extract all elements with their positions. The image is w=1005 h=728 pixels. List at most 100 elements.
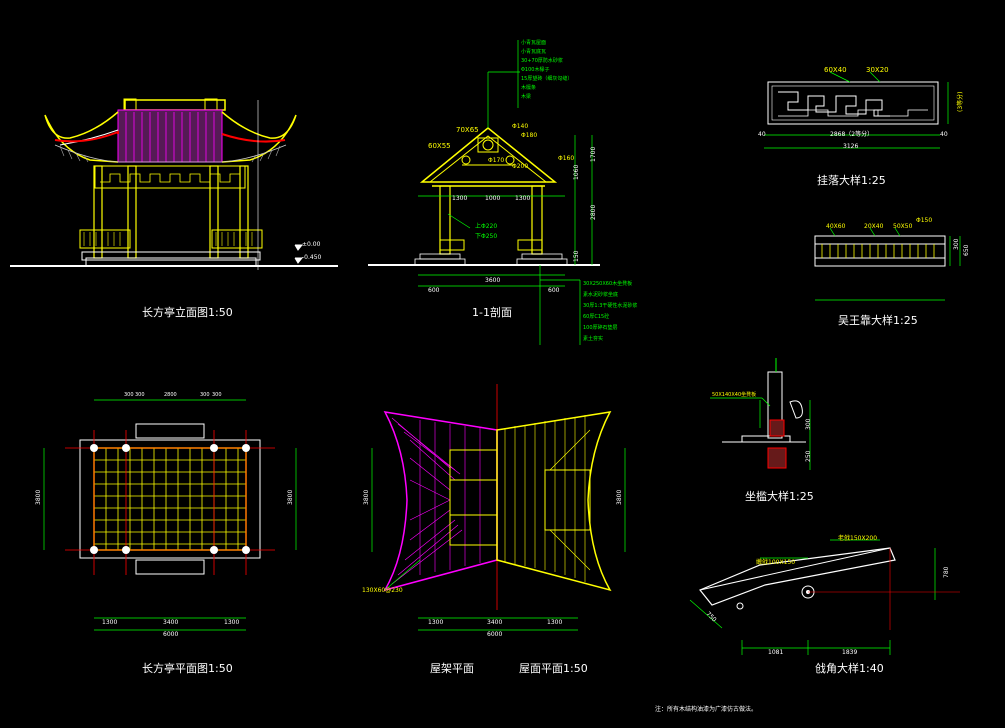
caption-corner: 戗角大样1:40 bbox=[815, 662, 884, 675]
sec-3600: 3600 bbox=[485, 277, 500, 284]
sec-1700: 1700 bbox=[590, 147, 597, 162]
plan-300b: 300 bbox=[135, 392, 145, 398]
ww-300: 300 bbox=[953, 238, 960, 250]
spec-top-item: 木檩条 bbox=[521, 84, 536, 91]
gl-30x20: 30X20 bbox=[866, 66, 889, 74]
rf-rafter: 130X60@230 bbox=[362, 587, 403, 594]
zuokan-detail: 50X140X40坐凳板 300 250 bbox=[710, 358, 812, 470]
caption-roof-plan: 屋面平面1:50 bbox=[519, 662, 588, 675]
elevation-drawing: ±0.00 -0.450 bbox=[10, 98, 338, 270]
right-eave bbox=[221, 111, 297, 163]
sec-phi140: Φ140 bbox=[512, 123, 528, 130]
section-drawing: 70X65 60X55 Φ140 Φ180 Φ160 Φ170 Φ200 上Φ2… bbox=[368, 39, 637, 345]
caption-wuwangkao: 吴王靠大样1:25 bbox=[838, 314, 918, 327]
roof-plan-outline bbox=[496, 411, 612, 592]
ca-laoqiang: 老戗150X200 bbox=[838, 534, 877, 542]
sec-col-top: 上Φ220 bbox=[475, 222, 497, 230]
plan-2800: 2800 bbox=[164, 392, 177, 398]
spec-bottom-list: 30X250X60木坐凳板 素水泥砂浆坐底 30厚1:3干硬性水泥砂浆 60厚C… bbox=[583, 280, 637, 342]
spec-top-item: 15厚望砖（细灰勾缝） bbox=[521, 75, 572, 82]
zk-label: 50X140X40坐凳板 bbox=[712, 391, 756, 398]
sec-1000: 1000 bbox=[485, 195, 500, 202]
sec-600a: 600 bbox=[428, 287, 440, 294]
roof-plans: 3800 3800 1300 3400 1300 6000 130X60@230 bbox=[362, 384, 626, 638]
plan-grid bbox=[94, 448, 246, 550]
sec-phi160: Φ160 bbox=[558, 155, 574, 162]
plan-6000: 6000 bbox=[163, 631, 178, 638]
elev-level-top: ±0.00 bbox=[302, 241, 321, 248]
spec-bottom-item: 100厚碎石垫层 bbox=[583, 324, 618, 331]
spec-top-list: 小青瓦屋面 小青瓦底瓦 30+70厚防水砂浆 Φ100木椽子 15厚望砖（细灰勾… bbox=[521, 39, 572, 100]
spec-top-item: 木梁 bbox=[521, 93, 531, 100]
ww-20x40: 20X40 bbox=[864, 223, 884, 230]
sec-150: 150 bbox=[573, 250, 580, 262]
caption-zuokan: 坐槛大样1:25 bbox=[745, 490, 814, 503]
roof-tiles bbox=[117, 109, 223, 163]
ww-650: 650 bbox=[963, 244, 970, 256]
ww-50x50: 50X50 bbox=[893, 223, 913, 230]
left-eave bbox=[44, 111, 119, 163]
roof-frame-outline bbox=[383, 411, 498, 592]
plan-1300a: 1300 bbox=[102, 619, 117, 626]
sec-1060: 1060 bbox=[573, 165, 580, 180]
ca-780: 780 bbox=[943, 566, 950, 578]
rf-1300a: 1300 bbox=[428, 619, 443, 626]
caption-elevation: 长方亭立面图1:50 bbox=[142, 306, 233, 319]
sec-phi200: Φ200 bbox=[512, 163, 528, 170]
spec-bottom-item: 素水泥砂浆坐底 bbox=[583, 291, 618, 298]
spec-bottom-item: 60厚C15砼 bbox=[583, 313, 609, 320]
gl-3126: 3126 bbox=[843, 143, 858, 150]
caption-gualuo: 挂落大样1:25 bbox=[817, 174, 886, 187]
sec-1300a: 1300 bbox=[452, 195, 467, 202]
ca-1839: 1839 bbox=[842, 649, 857, 656]
rf-3800r: 3800 bbox=[616, 490, 623, 505]
sec-2800: 2800 bbox=[590, 205, 597, 220]
gl-60x40: 60X40 bbox=[824, 66, 847, 74]
sec-col-bot: 下Φ250 bbox=[475, 233, 497, 240]
spec-bottom-item: 30X250X60木坐凳板 bbox=[583, 280, 632, 287]
plan-300c: 300 bbox=[200, 392, 210, 398]
ww-phi150: Φ150 bbox=[916, 217, 932, 224]
plan-left: 3800 bbox=[35, 490, 42, 505]
plan-drawing: 300 300 2800 300 300 1300 3400 1300 6000… bbox=[35, 392, 297, 638]
plan-3400: 3400 bbox=[163, 619, 178, 626]
sec-1300b: 1300 bbox=[515, 195, 530, 202]
gualuo-detail: 60X40 30X20 3126 2868（2等分） 40 40 (3等分) bbox=[758, 66, 964, 150]
caption-section: 1-1剖面 bbox=[472, 306, 512, 319]
sec-phi170: Φ170 bbox=[488, 157, 504, 164]
gl-side: (3等分) bbox=[956, 92, 964, 113]
gl-40b: 40 bbox=[940, 131, 948, 138]
ca-1081: 1081 bbox=[768, 649, 783, 656]
sec-600b: 600 bbox=[548, 287, 560, 294]
zk-250: 250 bbox=[805, 450, 812, 462]
spec-top-item: 小青瓦屋面 bbox=[521, 39, 546, 46]
spec-bottom-item: 素土夯实 bbox=[583, 335, 603, 342]
rf-1300b: 1300 bbox=[547, 619, 562, 626]
sec-60x55: 60X55 bbox=[428, 142, 451, 150]
gl-40a: 40 bbox=[758, 131, 766, 138]
ww-40x60: 40X60 bbox=[826, 223, 846, 230]
rf-3400: 3400 bbox=[487, 619, 502, 626]
plan-300d: 300 bbox=[212, 392, 222, 398]
plan-1300b: 1300 bbox=[224, 619, 239, 626]
rf-6000: 6000 bbox=[487, 631, 502, 638]
elev-level-bot: -0.450 bbox=[302, 254, 322, 261]
sec-70x65: 70X65 bbox=[456, 126, 479, 134]
caption-roof-frame: 屋架平面 bbox=[430, 662, 474, 675]
plan-columns bbox=[90, 444, 250, 554]
spec-bottom-item: 30厚1:3干硬性水泥砂浆 bbox=[583, 302, 637, 309]
spec-top-item: Φ100木椽子 bbox=[521, 66, 549, 73]
corner-beam bbox=[699, 547, 896, 606]
wuwangkao-detail: 40X60 20X40 50X50 Φ150 300 650 bbox=[814, 217, 970, 301]
caption-plan: 长方亭平面图1:50 bbox=[142, 662, 233, 675]
gl-2868: 2868（2等分） bbox=[830, 130, 873, 138]
spec-top-item: 30+70厚防水砂浆 bbox=[521, 57, 563, 64]
plan-300a: 300 bbox=[124, 392, 134, 398]
zk-300: 300 bbox=[805, 418, 812, 430]
ca-nenqiang: 嫩戗100X150 bbox=[756, 558, 795, 566]
sec-phi180: Φ180 bbox=[521, 132, 537, 139]
plan-right: 3800 bbox=[287, 490, 294, 505]
footnote: 注：所有木结构油漆为广漆仿古做法。 bbox=[655, 706, 758, 713]
rf-3800l: 3800 bbox=[363, 490, 370, 505]
